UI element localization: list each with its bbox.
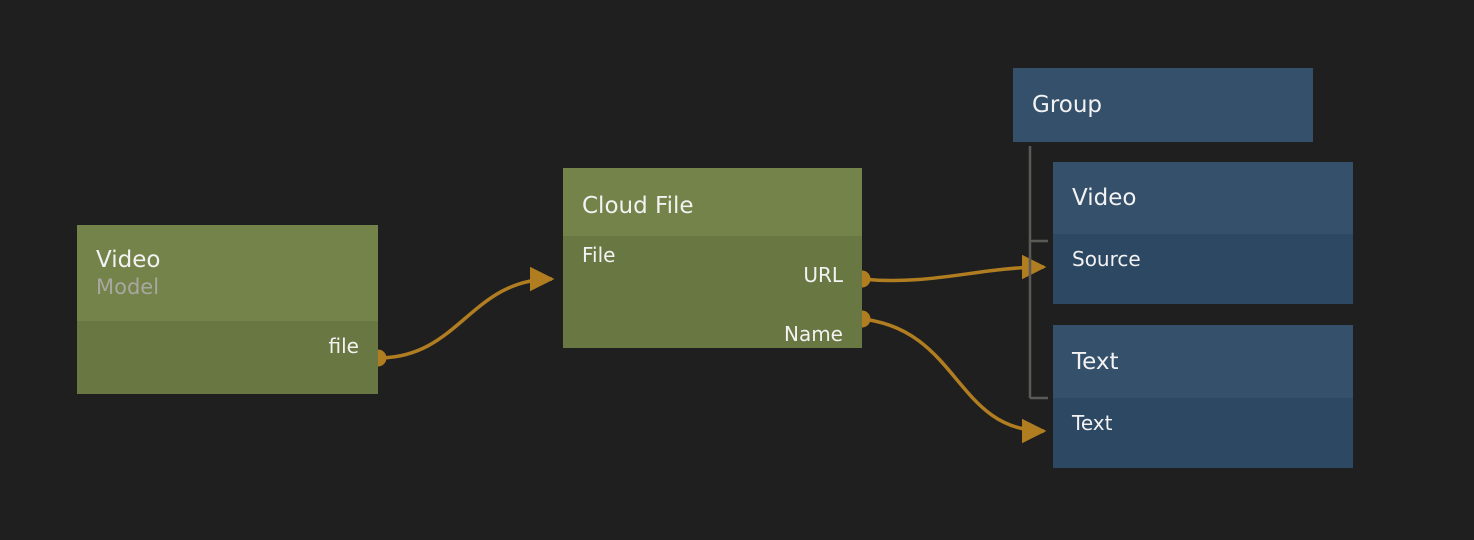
- node-text-view[interactable]: Text Text: [1053, 325, 1353, 468]
- wire-url-to-source: [861, 254, 1047, 283]
- node-header-video-view[interactable]: Video: [1053, 162, 1353, 234]
- node-title-cloud-file: Cloud File: [582, 193, 694, 219]
- node-title-video-model: Video: [96, 247, 161, 273]
- node-title-video-view: Video: [1072, 185, 1137, 211]
- node-header-text-view[interactable]: Text: [1053, 325, 1353, 398]
- node-video-view[interactable]: Video Source: [1053, 162, 1353, 304]
- node-header-cloud-file[interactable]: Cloud File: [563, 168, 862, 244]
- node-group[interactable]: Group: [1013, 68, 1313, 142]
- port-label-file-in: File: [582, 243, 616, 267]
- port-label-name: Name: [783, 322, 843, 346]
- node-header-video-model[interactable]: Video Model: [77, 225, 378, 321]
- node-body-video-view: Source: [1053, 234, 1353, 304]
- port-row-text-in[interactable]: Text: [1053, 398, 1353, 448]
- port-row-file-out[interactable]: file: [77, 321, 378, 371]
- wire-file-to-file: [377, 266, 555, 360]
- node-body-video-model: file: [77, 321, 378, 394]
- port-label-url: URL: [803, 263, 843, 287]
- port-row-file-in[interactable]: File: [563, 236, 862, 274]
- node-video-model[interactable]: Video Model file: [77, 225, 378, 394]
- port-row-source-in[interactable]: Source: [1053, 234, 1353, 284]
- node-header-group[interactable]: Group: [1013, 68, 1313, 142]
- node-body-text-view: Text: [1053, 398, 1353, 468]
- port-row-url-out[interactable]: URL: [563, 263, 862, 287]
- node-subtitle-video-model: Model: [96, 275, 160, 299]
- port-label-text: Text: [1072, 411, 1113, 435]
- port-row-name-out[interactable]: Name: [563, 314, 862, 354]
- port-label-file: file: [328, 334, 359, 358]
- group-bracket: [1028, 146, 1048, 400]
- node-title-text-view: Text: [1072, 348, 1119, 375]
- node-body-cloud-file: File URL Name: [563, 236, 862, 348]
- port-label-source: Source: [1072, 247, 1141, 271]
- wire-name-to-text: [861, 317, 1047, 444]
- node-cloud-file[interactable]: Cloud File File URL Name: [563, 168, 862, 356]
- node-title-group: Group: [1032, 92, 1103, 118]
